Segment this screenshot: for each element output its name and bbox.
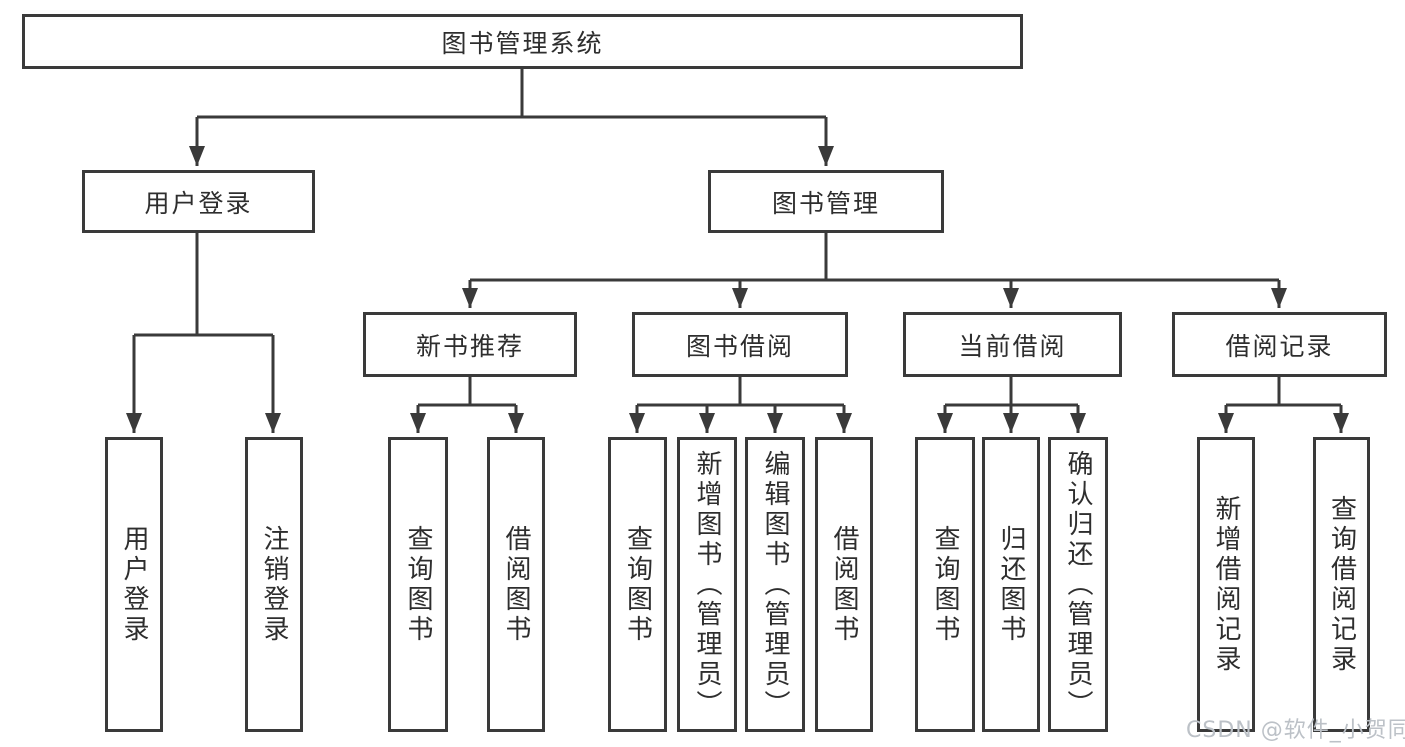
node-nbr-borrow-books: 借阅图书	[487, 437, 545, 732]
node-br-query-record: 查询借阅记录	[1313, 437, 1370, 732]
node-book-borrow-label: 图书借阅	[685, 331, 794, 361]
node-nbr-query-books-label: 查询图书	[403, 524, 433, 645]
node-cb-return-books-label: 归还图书	[996, 524, 1026, 645]
node-bb-edit-books-label: 编辑图书（管理员）	[760, 449, 790, 720]
node-bb-edit-books: 编辑图书（管理员）	[745, 437, 805, 732]
connector-book-borrow-children	[629, 377, 852, 433]
node-book-management-label: 图书管理	[771, 188, 880, 218]
node-root: 图书管理系统	[22, 14, 1023, 69]
node-bb-query-books: 查询图书	[608, 437, 667, 732]
node-br-add-record: 新增借阅记录	[1197, 437, 1255, 732]
node-bb-query-books-label: 查询图书	[622, 524, 653, 645]
node-nbr-query-books: 查询图书	[388, 437, 448, 732]
node-borrow-records: 借阅记录	[1172, 312, 1387, 377]
connector-new-book-children	[410, 377, 524, 433]
connector-current-borrow-children	[937, 377, 1086, 433]
connector-user-login-children	[126, 233, 281, 433]
node-user-login-label: 用户登录	[144, 188, 253, 218]
node-cb-query-books: 查询图书	[915, 437, 975, 732]
node-current-borrow: 当前借阅	[903, 312, 1122, 377]
node-root-label: 图书管理系统	[441, 28, 604, 58]
connector-root-to-level2	[189, 69, 834, 166]
node-user-login: 用户登录	[82, 170, 315, 233]
node-cb-confirm-return: 确认归还（管理员）	[1048, 437, 1108, 732]
node-bb-borrow-books: 借阅图书	[815, 437, 873, 732]
node-logout: 注销登录	[245, 437, 303, 732]
node-current-borrow-label: 当前借阅	[958, 331, 1067, 361]
node-logout-label: 注销登录	[259, 524, 289, 645]
node-login: 用户登录	[105, 437, 163, 732]
node-nbr-borrow-books-label: 借阅图书	[501, 524, 531, 645]
node-book-management: 图书管理	[708, 170, 944, 233]
node-borrow-records-label: 借阅记录	[1225, 331, 1334, 361]
node-cb-return-books: 归还图书	[982, 437, 1040, 732]
node-cb-query-books-label: 查询图书	[930, 524, 960, 645]
node-book-borrow: 图书借阅	[632, 312, 848, 377]
node-bb-borrow-books-label: 借阅图书	[829, 524, 859, 645]
connector-borrow-records-children	[1218, 377, 1349, 433]
node-bb-add-books: 新增图书（管理员）	[677, 437, 737, 732]
node-cb-confirm-return-label: 确认归还（管理员）	[1063, 449, 1093, 720]
node-br-query-record-label: 查询借阅记录	[1326, 494, 1357, 675]
csdn-watermark: CSDN @软件_小贺同学	[1186, 718, 1405, 743]
connector-book-mgmt-children	[462, 233, 1287, 308]
node-new-book-recommend: 新书推荐	[363, 312, 577, 377]
node-new-book-recommend-label: 新书推荐	[415, 331, 524, 361]
node-br-add-record-label: 新增借阅记录	[1211, 494, 1241, 675]
node-bb-add-books-label: 新增图书（管理员）	[692, 449, 722, 720]
node-login-label: 用户登录	[119, 524, 149, 645]
